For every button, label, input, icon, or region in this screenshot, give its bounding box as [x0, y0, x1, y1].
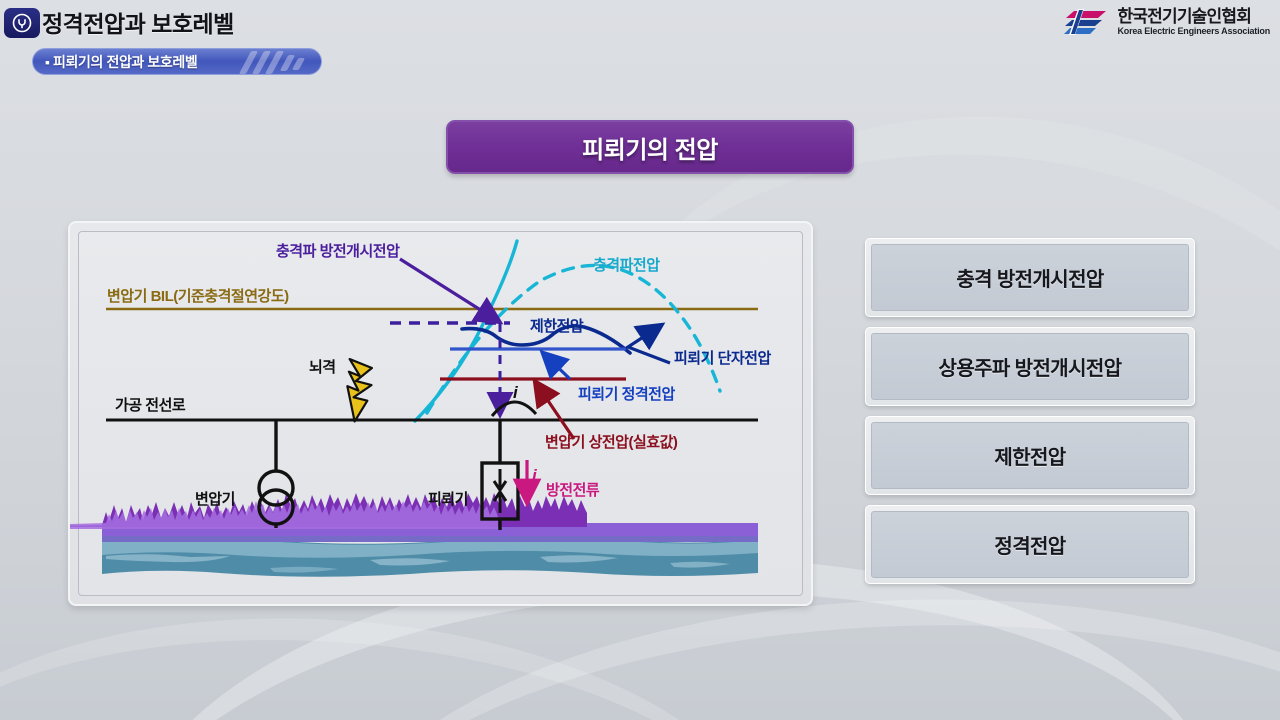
phase-voltage-leader [532, 377, 576, 440]
organization-logo: 한국전기기술인협회 Korea Electric Engineers Assoc… [1062, 5, 1270, 39]
list-item-limiting-voltage[interactable]: 제한전압 [865, 416, 1195, 495]
lightning-bolt-icon [346, 357, 374, 423]
limiting-voltage-curve [460, 324, 632, 355]
section-title-text: 피뢰기의 전압 [582, 136, 718, 164]
kea-logo-mark [1064, 9, 1107, 35]
current-arc [490, 400, 538, 417]
list-item-power-frequency-sparkover[interactable]: 상용주파 방전개시전압 [865, 327, 1195, 406]
label-arrester-terminal-voltage: 피뢰기 단자전압 [674, 350, 771, 367]
subtitle-label: ▪ 피뢰기의 전압과 보호레벨 [45, 53, 198, 70]
label-lightning-strike: 뇌격 [309, 359, 336, 376]
list-item-impulse-sparkover[interactable]: 충격 방전개시전압 [865, 238, 1195, 317]
terminal-voltage-leader [624, 322, 671, 365]
page-title: 정격전압과 보호레벨 [42, 11, 234, 37]
list-item-label: 충격 방전개시전압 [956, 269, 1104, 291]
label-transformer-phase-voltage: 변압기 상전압(실효값) [545, 434, 678, 451]
badge-stripes-decoration [238, 49, 313, 74]
list-item-label: 정격전압 [994, 536, 1066, 558]
background-swoosh-3 [0, 589, 795, 720]
label-arrester: 피뢰기 [428, 491, 468, 508]
label-limiting-voltage: 제한전압 [530, 318, 584, 335]
rated-voltage-leader [539, 349, 572, 381]
label-impulse-sparkover-voltage: 충격파 방전개시전압 [276, 243, 400, 260]
arrester-arrow-up-head [492, 489, 508, 502]
subtitle-badge: ▪ 피뢰기의 전압과 보호레벨 [32, 48, 322, 75]
label-overhead-line: 가공 전선로 [115, 397, 186, 414]
impulse-wave-curve [425, 263, 722, 415]
list-item-rated-voltage[interactable]: 정격전압 [865, 505, 1195, 584]
list-item-label: 상용주파 방전개시전압 [938, 358, 1123, 380]
logo-korean-name: 한국전기기술인협회 [1117, 7, 1252, 26]
list-item-label: 제한전압 [994, 447, 1066, 469]
arrester-voltage-diagram [70, 239, 758, 577]
voltage-type-list: 충격 방전개시전압 상용주파 방전개시전압 제한전압 정격전압 [865, 238, 1195, 594]
label-discharge-current: 방전전류 [546, 482, 600, 499]
label-impulse-wave-voltage: 충격파전압 [593, 257, 660, 274]
section-title-banner: 피뢰기의 전압 [446, 120, 854, 174]
ground-grass [70, 493, 758, 542]
plug-circle-icon [4, 8, 40, 38]
impulse-front-curve [413, 239, 519, 423]
transformer-coil-1 [257, 469, 295, 507]
label-current-symbol-top: i [513, 383, 518, 402]
ground-soil [102, 537, 758, 577]
label-transformer: 변압기 [195, 491, 235, 508]
sparkover-label-leader [399, 257, 504, 325]
logo-english-name: Korea Electric Engineers Association [1117, 26, 1270, 36]
diagram-panel: 충격파 방전개시전압 변압기 BIL(기준충격절연강도) 충격파전압 제한전압 … [68, 221, 813, 606]
label-arrester-rated-voltage: 피뢰기 정격전압 [578, 386, 675, 403]
label-transformer-bil: 변압기 BIL(기준충격절연강도) [107, 288, 289, 305]
page-header: 정격전압과 보호레벨 ▪ 피뢰기의 전압과 보호레벨 한국전기기술인협회 Kor… [0, 0, 1280, 75]
label-current-symbol-bottom: i [532, 466, 537, 485]
